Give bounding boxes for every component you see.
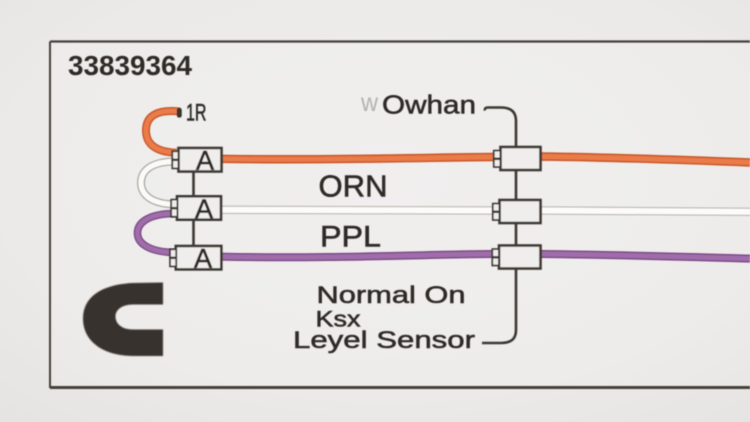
svg-text:Leyel Sensor: Leyel Sensor xyxy=(293,327,475,354)
svg-text:33839364: 33839364 xyxy=(68,50,192,81)
svg-text:A: A xyxy=(194,243,212,273)
svg-text:Ksx: Ksx xyxy=(316,307,361,332)
svg-text:A: A xyxy=(196,146,214,176)
svg-text:w: w xyxy=(360,89,379,117)
svg-text:A: A xyxy=(195,194,213,224)
svg-text:PPL: PPL xyxy=(320,221,381,254)
svg-text:ORN: ORN xyxy=(319,169,388,204)
svg-text:1R: 1R xyxy=(186,100,207,127)
svg-text:Owhan: Owhan xyxy=(382,90,476,120)
svg-text:Normal On: Normal On xyxy=(317,282,466,309)
